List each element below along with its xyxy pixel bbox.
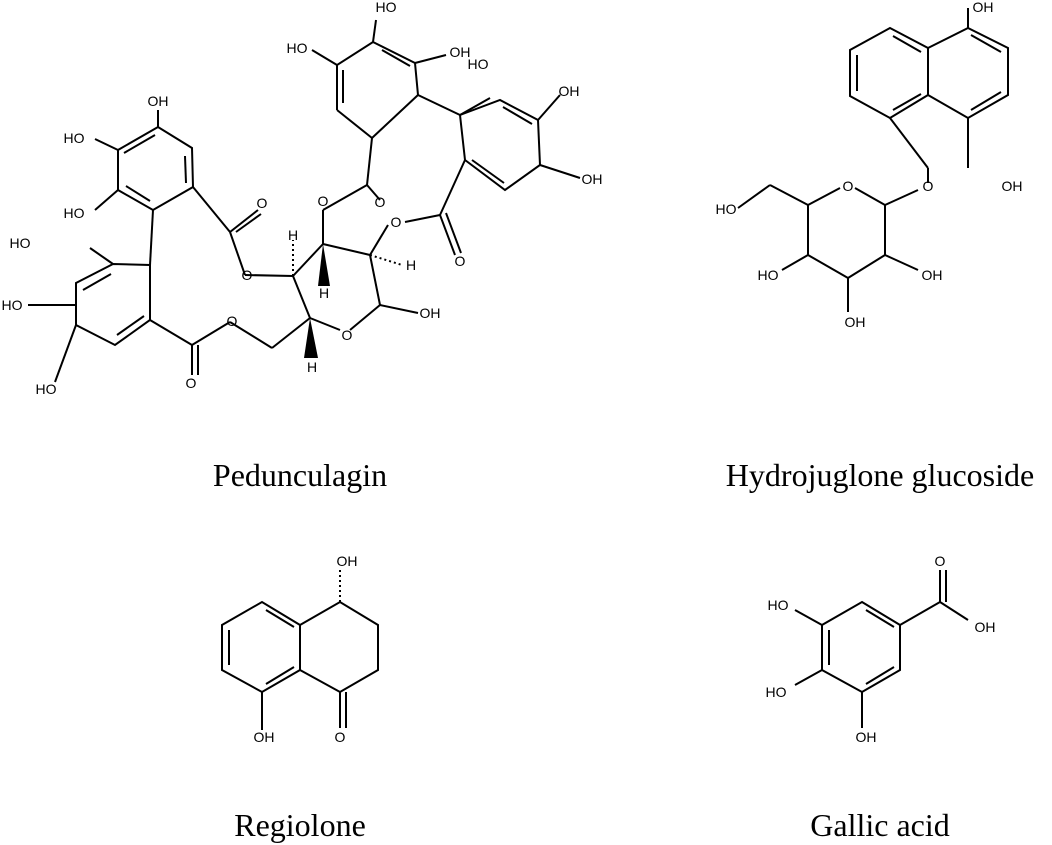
compound-name: Hydrojuglone glucoside (726, 457, 1034, 493)
atom-label: HO (36, 381, 57, 397)
gallic-acid-structure (794, 570, 969, 728)
atom-label: HO (2, 297, 23, 313)
atom-label: O (391, 214, 402, 230)
atom-label: H (307, 359, 317, 375)
atom-label: OH (420, 305, 441, 321)
atom-label: H (406, 257, 416, 273)
atom-label: O (242, 267, 253, 283)
pedunculagin-structure (28, 19, 581, 383)
atom-label: O (318, 193, 329, 209)
atom-label: OH (559, 83, 580, 99)
atom-label: HO (766, 684, 787, 700)
atom-label: O (843, 178, 854, 194)
atom-label: O (935, 553, 946, 569)
atom-label: OH (1002, 178, 1023, 194)
compound-name: Pedunculagin (213, 457, 387, 493)
atom-label: H (288, 227, 298, 243)
atom-label: OH (254, 729, 275, 745)
atom-label: O (342, 327, 353, 343)
atom-label: OH (922, 267, 943, 283)
atom-label: HO (768, 597, 789, 613)
ring-b (28, 209, 154, 383)
atom-label: O (227, 313, 238, 329)
atom-label: HO (468, 56, 489, 72)
atom-label: OH (856, 729, 877, 745)
atom-label: O (455, 253, 466, 269)
atom-label: O (186, 375, 197, 391)
atom-label: OH (148, 93, 169, 109)
regiolone-atom-labels: OH OH O (254, 553, 358, 745)
atom-label: H (319, 285, 329, 301)
atom-label: OH (973, 0, 994, 15)
atom-label: HO (758, 267, 779, 283)
pedunculagin-atom-labels: OH HO HO HO HO HO HO HO OH HO OH OH O O … (2, 0, 603, 397)
atom-label: O (375, 194, 386, 210)
atom-label: OH (450, 44, 471, 60)
atom-label: HO (287, 40, 308, 56)
atom-label: OH (845, 314, 866, 330)
atom-label: O (257, 195, 268, 211)
regiolone-structure (221, 570, 379, 730)
ring-a (94, 110, 195, 212)
gallic-acid-atom-labels: HO O OH HO OH (766, 553, 996, 745)
atom-label: HO (376, 0, 397, 15)
atom-label: HO (64, 130, 85, 146)
atom-label: HO (716, 201, 737, 217)
compound-name: Regiolone (234, 807, 366, 843)
compound-name: Gallic acid (810, 807, 949, 843)
atom-label: HO (10, 235, 31, 251)
atom-label: OH (582, 171, 603, 187)
atom-label: O (923, 178, 934, 194)
atom-label: O (335, 729, 346, 745)
atom-label: OH (975, 619, 996, 635)
hydrojuglone-atom-labels: OH OH O O HO HO OH OH (716, 0, 1023, 330)
hydrojuglone-glucoside-structure (737, 8, 1009, 312)
atom-label: HO (64, 205, 85, 221)
atom-label: OH (337, 553, 358, 569)
